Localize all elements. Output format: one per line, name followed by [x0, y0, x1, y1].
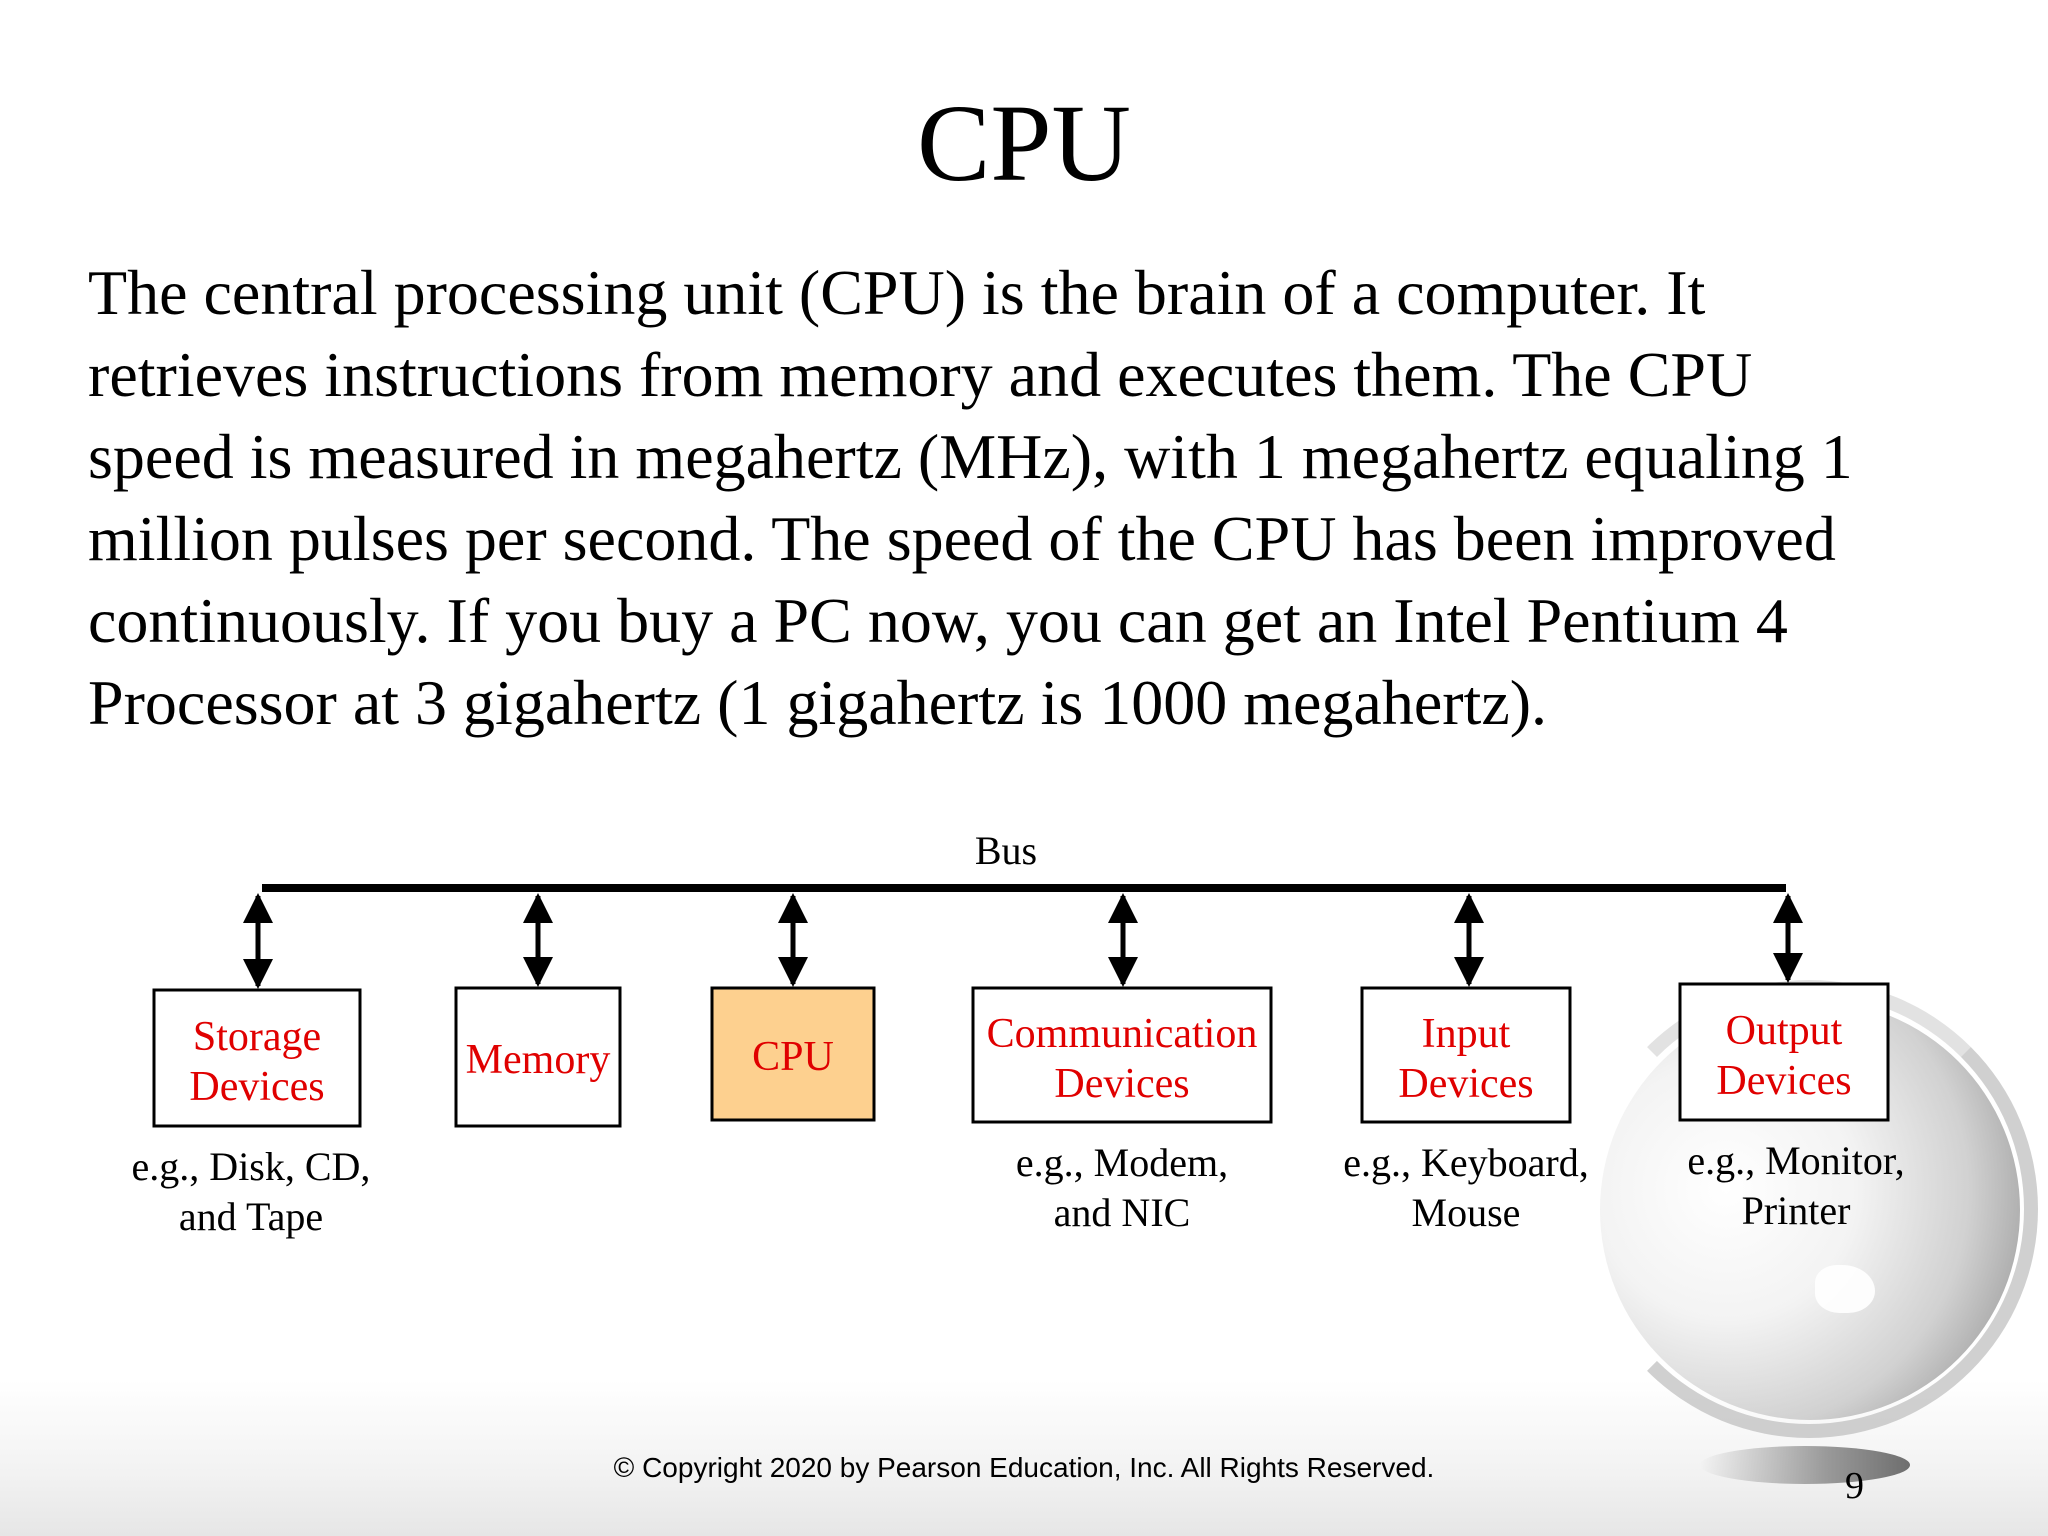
component-box: [971, 986, 1273, 1124]
component-label: Devices: [1054, 1061, 1189, 1107]
body-line: speed is measured in megahertz (MHz), wi…: [88, 421, 1853, 492]
swoosh-decoration: [1700, 1446, 1910, 1484]
component-example: and NIC: [1054, 1190, 1191, 1235]
component-box: [1678, 982, 1890, 1122]
component-box: [710, 986, 876, 1122]
copyright-footer: © Copyright 2020 by Pearson Education, I…: [613, 1452, 1435, 1483]
component-example: Printer: [1742, 1188, 1851, 1233]
body-line: Processor at 3 gigahertz (1 gigahertz is…: [88, 667, 1548, 738]
component-label: CPU: [752, 1034, 834, 1080]
component-label: Output: [1726, 1008, 1843, 1054]
body-line: continuously. If you buy a PC now, you c…: [88, 585, 1788, 656]
body-line: The central processing unit (CPU) is the…: [88, 257, 1706, 328]
component-memory: Memory: [454, 893, 622, 1128]
component-label: Devices: [1716, 1058, 1851, 1104]
slide-title: CPU: [917, 82, 1131, 204]
component-example: and Tape: [179, 1194, 323, 1239]
component-example: Mouse: [1412, 1190, 1521, 1235]
body-line: million pulses per second. The speed of …: [88, 503, 1836, 574]
component-label: Devices: [189, 1064, 324, 1110]
slide-body-text: The central processing unit (CPU) is the…: [88, 252, 2028, 744]
component-box: [454, 986, 622, 1128]
page-number: 9: [1845, 1465, 1864, 1507]
component-example: e.g., Disk, CD,: [132, 1144, 371, 1189]
globe-land-decoration: [1815, 1265, 1875, 1313]
component-label: Storage: [193, 1014, 321, 1060]
component-example: e.g., Monitor,: [1687, 1138, 1904, 1183]
component-cpu: CPU: [710, 893, 876, 1122]
component-label: Devices: [1398, 1061, 1533, 1107]
component-label: Input: [1422, 1011, 1511, 1057]
component-box: [152, 988, 362, 1128]
component-example: e.g., Keyboard,: [1343, 1140, 1588, 1185]
bus-label: Bus: [975, 828, 1037, 873]
component-label: Communication: [987, 1011, 1258, 1057]
body-line: retrieves instructions from memory and e…: [88, 339, 1753, 410]
component-label: Memory: [466, 1037, 611, 1083]
component-box: [1360, 986, 1572, 1124]
component-example: e.g., Modem,: [1016, 1140, 1228, 1185]
